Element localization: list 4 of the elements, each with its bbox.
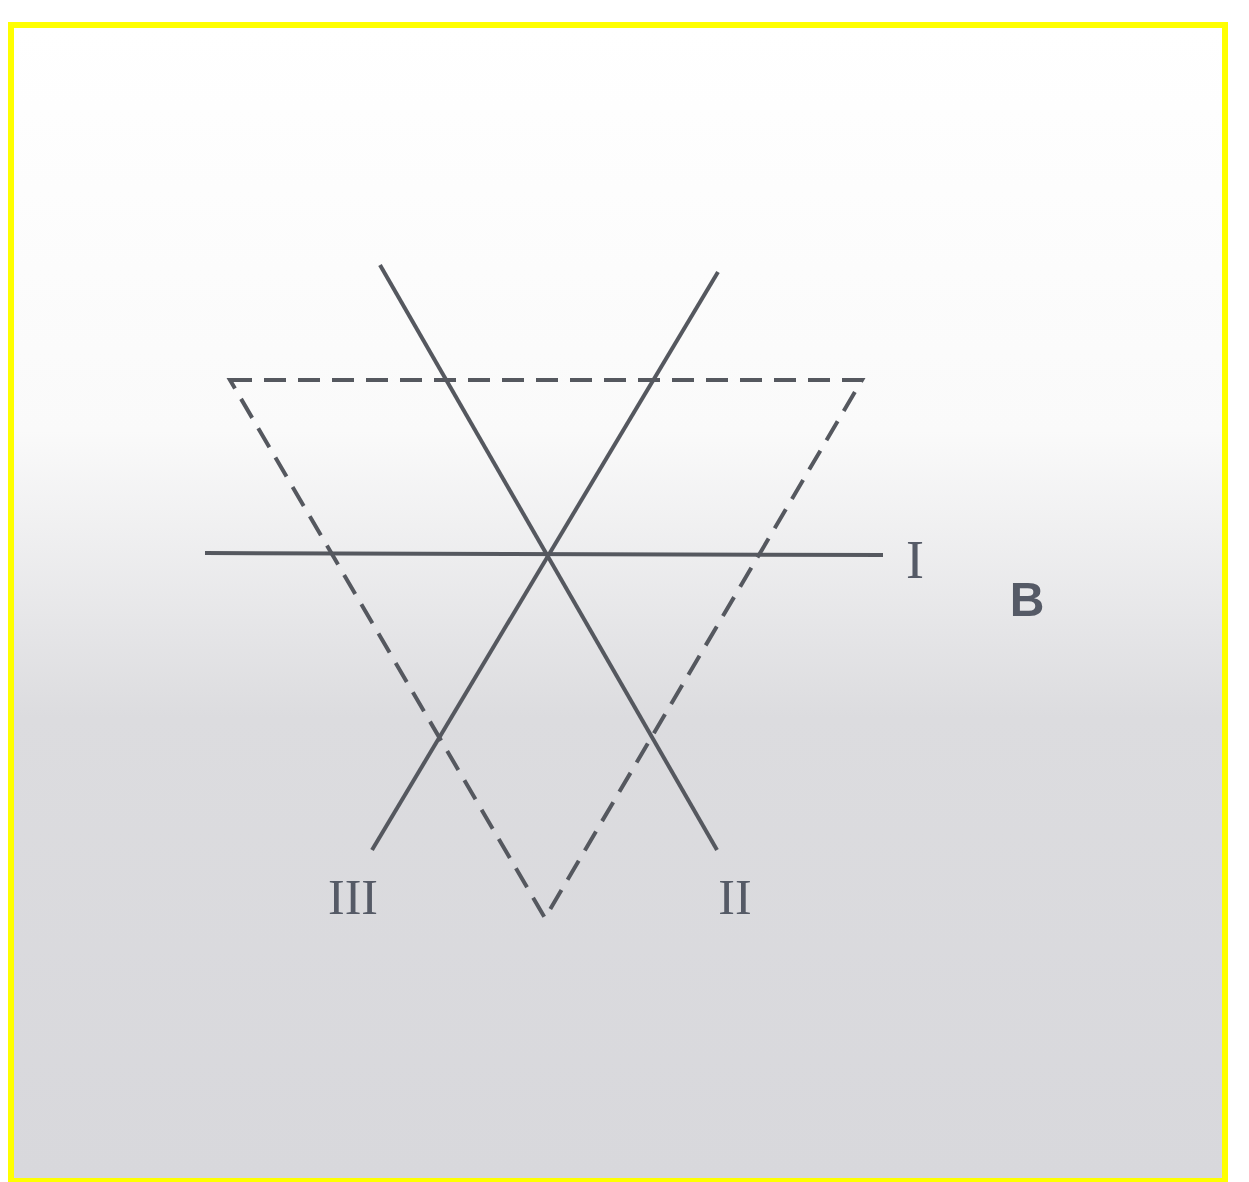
lead-label: III (328, 872, 378, 922)
lead-label: I (906, 533, 924, 587)
lead-label: II (718, 872, 752, 922)
panel-letter: B (1009, 576, 1045, 624)
